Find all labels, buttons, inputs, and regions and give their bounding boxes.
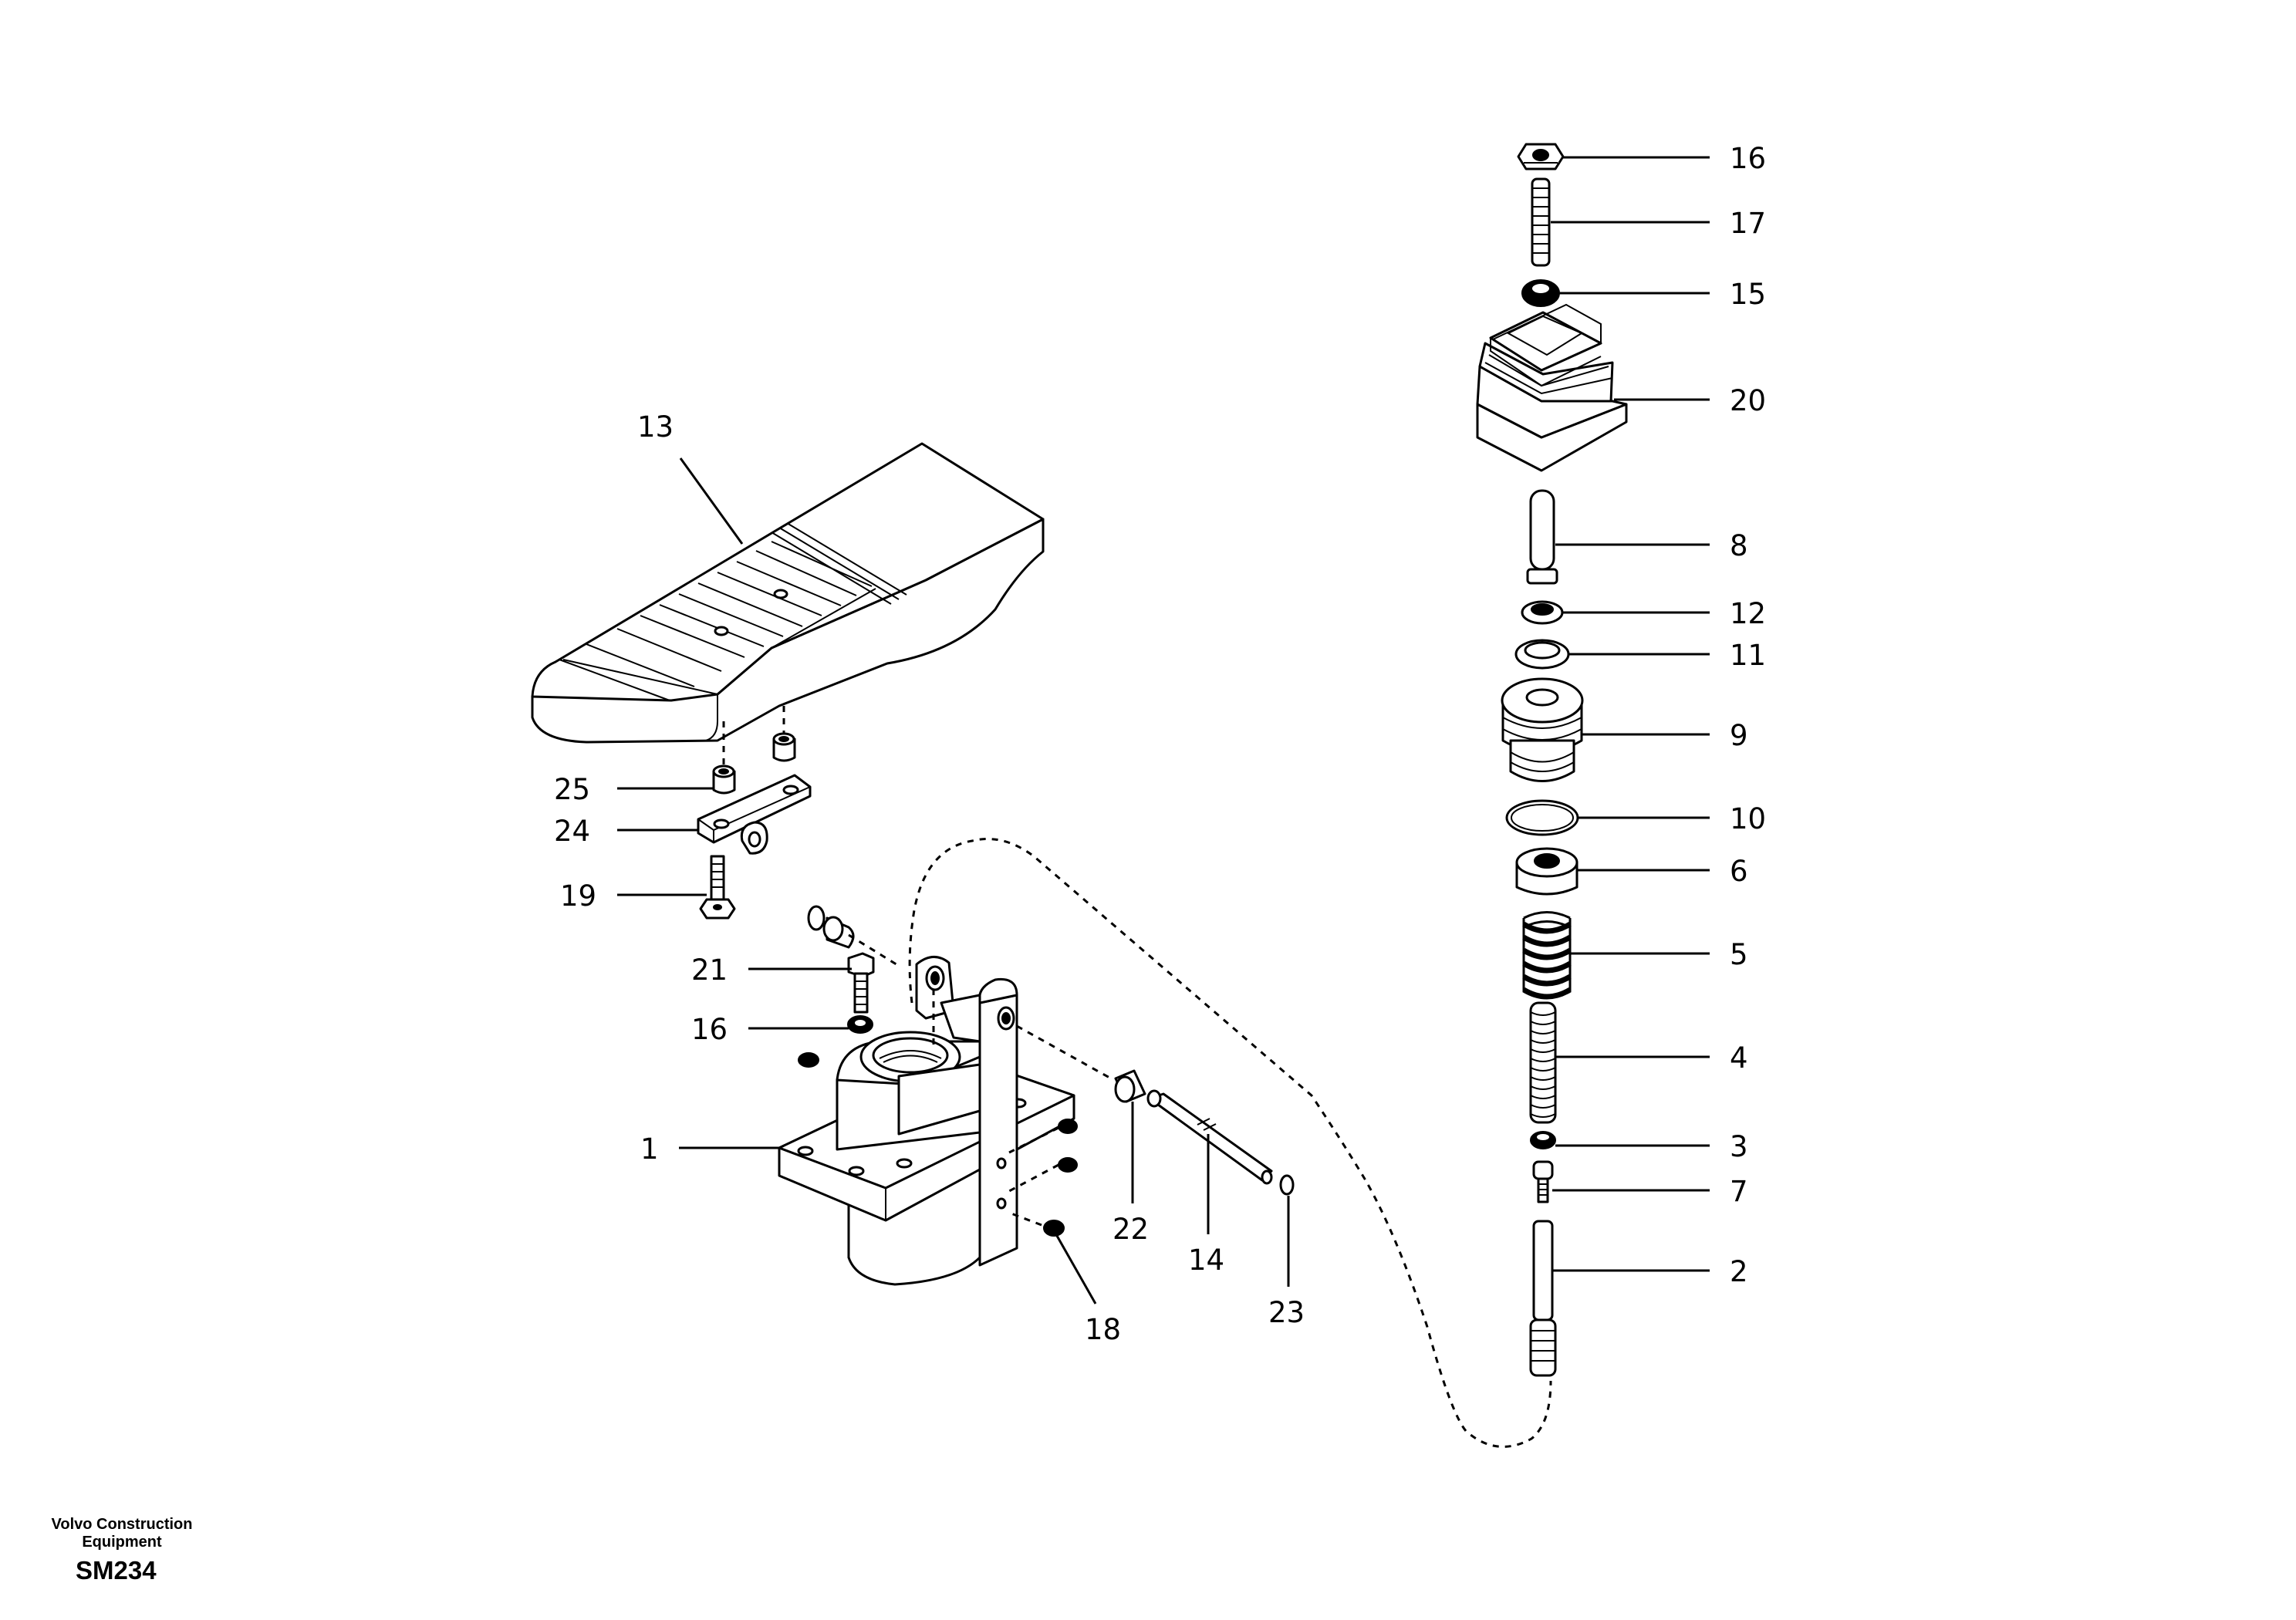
callout-2: 2 <box>1730 1255 1748 1288</box>
part-25-bushings <box>712 706 796 795</box>
part-16-washer-left <box>847 1015 873 1034</box>
part-2-spool <box>1529 1220 1557 1377</box>
part-4-inner-spring <box>1529 1001 1557 1124</box>
callout-17: 17 <box>1730 207 1766 240</box>
drawing-code: SM234 <box>76 1556 157 1585</box>
brand-line-2: Equipment <box>82 1534 162 1551</box>
part-5-outer-spring <box>1522 911 1572 1000</box>
left-leader-lines <box>617 457 1290 1304</box>
part-17-threaded-stud <box>1531 177 1551 267</box>
part-setscrews <box>798 1052 1078 1237</box>
callout-11: 11 <box>1730 639 1766 672</box>
assembly-lines <box>848 838 1552 1448</box>
footer-block: Volvo Construction Equipment SM234 <box>29 1516 214 1585</box>
part-21-bolt <box>847 952 875 1014</box>
part-14-pin <box>1146 1089 1273 1185</box>
callout-labels: 16 17 15 20 8 12 11 9 10 6 5 4 3 7 2 13 … <box>554 142 1766 1346</box>
callout-5: 5 <box>1730 938 1748 971</box>
callout-16-top: 16 <box>1730 142 1766 175</box>
callout-16-left: 16 <box>691 1013 728 1046</box>
right-leader-lines <box>1551 156 1710 1272</box>
part-22-bushing <box>1114 1069 1146 1103</box>
part-plug-a <box>807 905 855 949</box>
part-15-nut <box>1521 279 1560 307</box>
callout-13: 13 <box>637 410 674 444</box>
brand-line-1: Volvo Construction <box>51 1516 193 1533</box>
callout-15: 15 <box>1730 278 1766 311</box>
callout-19: 19 <box>560 879 596 913</box>
callout-22: 22 <box>1113 1213 1149 1246</box>
callout-12: 12 <box>1730 597 1766 630</box>
part-12-seal <box>1521 600 1564 625</box>
part-19-bolt <box>699 855 736 920</box>
callout-9: 9 <box>1730 719 1748 752</box>
callout-7: 7 <box>1730 1175 1748 1208</box>
callout-4: 4 <box>1730 1041 1748 1075</box>
callout-23: 23 <box>1268 1296 1305 1329</box>
part-11-ring <box>1514 639 1570 670</box>
part-16-nut-top <box>1517 143 1565 170</box>
callout-24: 24 <box>554 815 590 848</box>
callout-6: 6 <box>1730 855 1748 888</box>
part-13-pedal <box>531 442 1045 744</box>
callout-21: 21 <box>691 953 728 987</box>
part-23-ring <box>1279 1174 1295 1196</box>
callout-8: 8 <box>1730 529 1748 562</box>
part-9-guide-housing <box>1501 677 1584 782</box>
part-8-plunger <box>1526 489 1558 585</box>
part-3-washer <box>1530 1131 1556 1149</box>
callout-3: 3 <box>1730 1130 1748 1163</box>
callout-25: 25 <box>554 773 590 806</box>
callout-1: 1 <box>640 1132 659 1166</box>
callout-14: 14 <box>1188 1244 1224 1277</box>
part-7-screw <box>1532 1160 1554 1203</box>
callout-18: 18 <box>1085 1313 1121 1346</box>
part-6-spring-seat <box>1515 847 1578 896</box>
part-10-o-ring <box>1505 799 1579 836</box>
part-20-boot <box>1476 303 1628 472</box>
callout-20: 20 <box>1730 384 1766 417</box>
part-24-bracket <box>697 774 812 855</box>
callout-10: 10 <box>1730 802 1766 835</box>
part-1-body <box>778 956 1075 1286</box>
